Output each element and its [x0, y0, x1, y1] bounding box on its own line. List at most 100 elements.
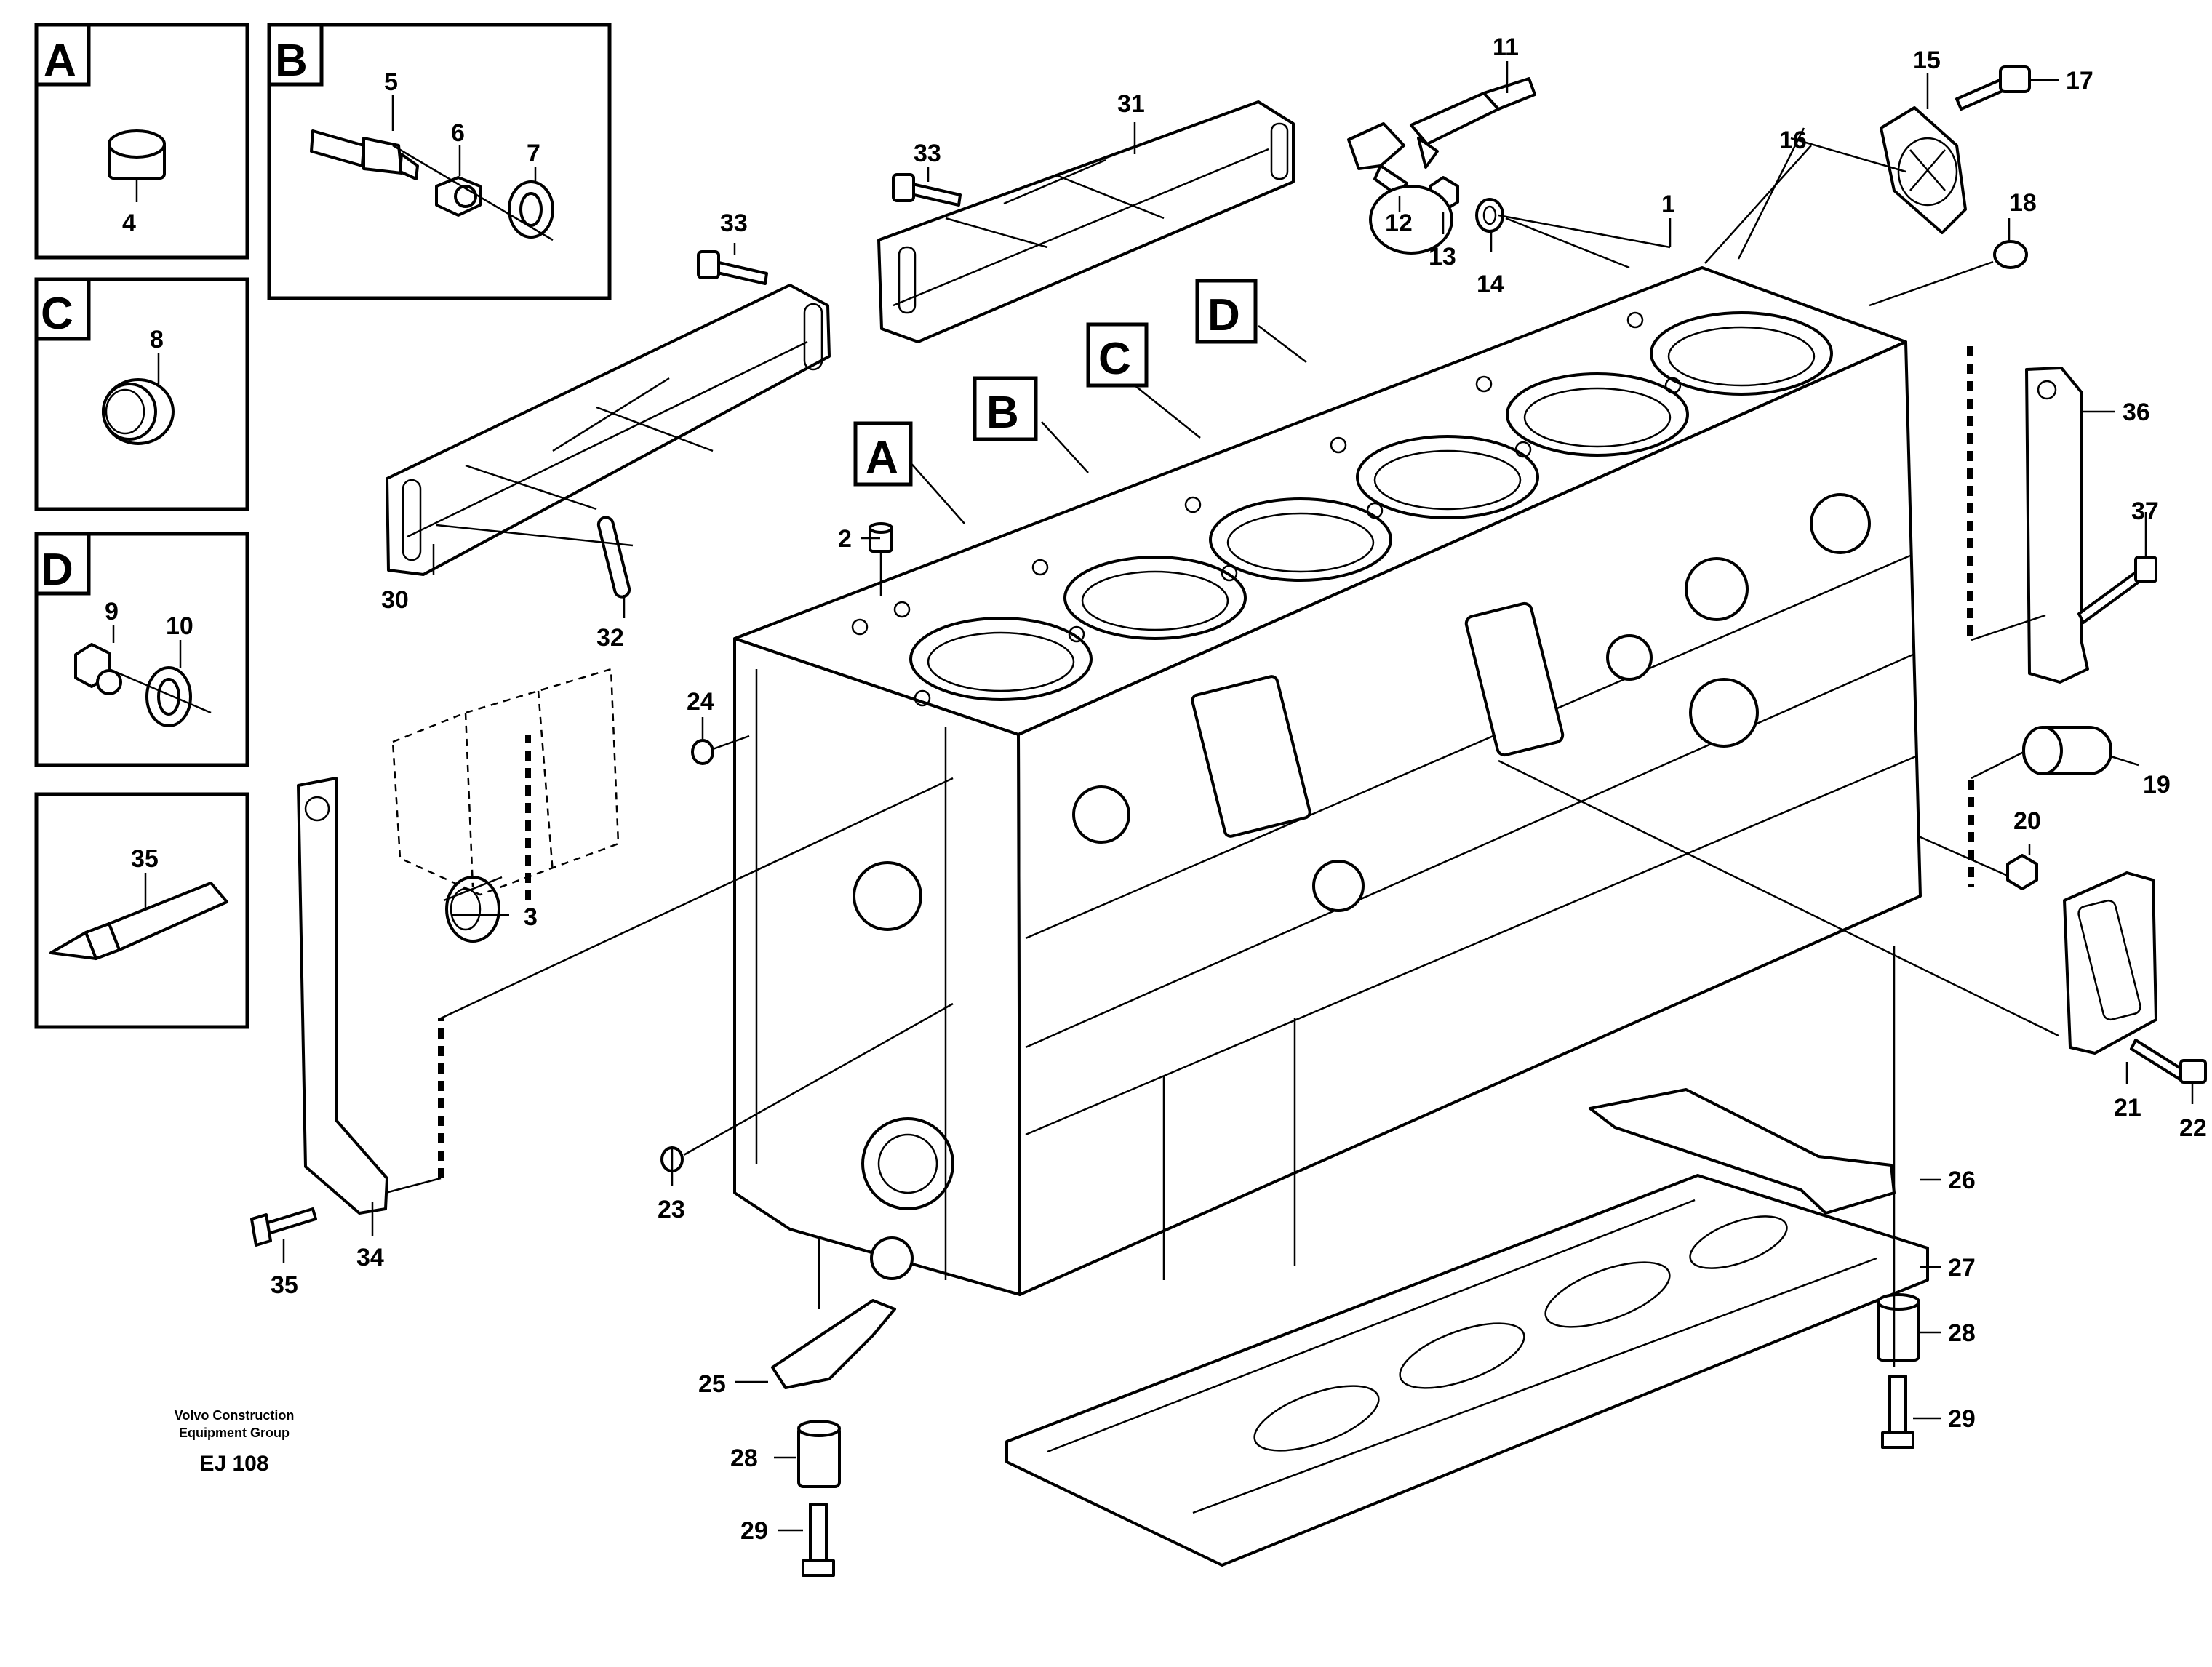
callout-6: 6: [451, 119, 465, 147]
inset-d: D 9 10: [34, 532, 249, 767]
spacer-28-left: [797, 1420, 841, 1488]
callout-19: 19: [2143, 771, 2171, 799]
callout-7: 7: [527, 140, 540, 167]
core-plug-icon: [102, 378, 175, 445]
plug-19: [2022, 726, 2112, 775]
callout-36: 36: [2123, 399, 2150, 426]
spacer-28-right: [1877, 1293, 1920, 1362]
drain-plug-icon: [74, 643, 122, 695]
footer: Volvo Construction Equipment Group EJ 10…: [175, 1408, 295, 1476]
callout-21: 21: [2114, 1094, 2141, 1122]
bolt-29-left: [802, 1503, 835, 1577]
temperature-sensor-icon: [310, 129, 419, 180]
engine-block: [733, 266, 1922, 1296]
plug-20: [2006, 854, 2038, 890]
section-marker-c-label: C: [1098, 334, 1131, 384]
callout-27: 27: [1948, 1254, 1976, 1282]
section-marker-d: D: [1195, 279, 1258, 344]
callout-9: 9: [105, 598, 119, 625]
bolt-35: [250, 1207, 317, 1247]
callout-15: 15: [1913, 47, 1941, 74]
callout-31: 31: [1117, 90, 1145, 118]
callout-30: 30: [381, 586, 409, 614]
callout-22: 22: [2179, 1114, 2207, 1142]
callout-17: 17: [2066, 67, 2093, 95]
sealant-tube-icon: [49, 882, 228, 960]
plug-cap-icon: [108, 129, 166, 180]
section-marker-a-label: A: [866, 433, 898, 483]
callout-12: 12: [1385, 209, 1413, 237]
callout-1: 1: [1661, 191, 1675, 218]
bolt-33-upper: [892, 173, 962, 207]
inset-b: B 5 6 7: [267, 23, 612, 300]
callout-25: 25: [698, 1370, 726, 1398]
callout-35: 35: [271, 1271, 298, 1299]
callout-4: 4: [122, 209, 136, 237]
bolt-33-lower: [697, 250, 768, 285]
callout-10: 10: [166, 612, 193, 640]
callout-20: 20: [2013, 807, 2041, 835]
callout-38: 35: [131, 845, 159, 873]
plug-18: [1993, 240, 2028, 269]
inset-a-label: A: [44, 36, 76, 86]
callout-33-upper: 33: [914, 140, 941, 167]
callout-14: 14: [1477, 271, 1504, 298]
callout-24: 24: [687, 688, 714, 716]
callout-11: 11: [1493, 33, 1519, 61]
bolt-17: [1955, 65, 2031, 111]
leader-lines: [282, 61, 2194, 1532]
callout-28-left: 28: [730, 1444, 758, 1472]
bracket-25: [771, 1299, 896, 1389]
callout-33-lower: 33: [720, 209, 748, 237]
side-cover-30: [386, 284, 831, 576]
callout-23: 23: [658, 1196, 685, 1223]
footer-company: Volvo Construction: [175, 1408, 295, 1423]
connector-12: [1347, 122, 1408, 196]
o-ring-32: [596, 516, 631, 599]
deck-holes: [851, 311, 1682, 707]
callout-2: 2: [838, 525, 852, 553]
cylinder-bores: [909, 311, 1833, 701]
callout-26: 26: [1948, 1167, 1976, 1194]
sensor-11: [1410, 77, 1536, 169]
callout-13: 13: [1429, 243, 1456, 271]
inset-c-label: C: [41, 289, 73, 339]
inset-c: C 8: [34, 277, 249, 511]
callout-29-right: 29: [1948, 1405, 1976, 1433]
cover-plate-21: [2063, 871, 2157, 1055]
section-marker-a: A: [853, 421, 913, 487]
callout-37: 37: [2131, 497, 2159, 525]
footer-group: Equipment Group: [179, 1426, 290, 1440]
callout-34: 34: [356, 1244, 384, 1271]
footer-code: EJ 108: [199, 1452, 268, 1476]
cover-15: [1880, 106, 1967, 234]
plug-24: [691, 739, 714, 765]
side-cover-31: [877, 100, 1295, 343]
o-ring-16: [1369, 185, 1453, 255]
callout-labels: 1 2 3 11 12 13 14 15 16 17 18 19 20 21 2…: [271, 33, 2207, 1545]
callout-28-right: 28: [1948, 1319, 1976, 1347]
callout-5: 5: [384, 68, 398, 96]
bolt-29-right: [1881, 1375, 1914, 1449]
callout-29-left: 29: [740, 1517, 768, 1545]
callout-16: 16: [1779, 127, 1807, 154]
section-marker-b-label: B: [986, 388, 1019, 438]
section-marker-d-label: D: [1207, 290, 1240, 340]
inset-sealant: 35: [34, 792, 249, 1029]
ghost-component: [391, 668, 620, 896]
inset-d-label: D: [41, 545, 73, 595]
bolt-22: [2130, 1039, 2207, 1084]
callout-32: 32: [596, 624, 624, 652]
bolt-37: [2077, 556, 2157, 624]
ladder-frame: [1005, 1174, 1929, 1567]
sealing-washer-icon: [508, 180, 554, 239]
bracket-34: [297, 777, 388, 1215]
section-marker-c: C: [1086, 322, 1149, 388]
callout-3: 3: [524, 903, 538, 931]
inset-a: A 4: [34, 23, 249, 260]
washer-icon: [145, 666, 192, 727]
section-marker-b: B: [973, 376, 1038, 441]
callout-8: 8: [150, 326, 164, 353]
bracket-36: [2025, 367, 2089, 684]
